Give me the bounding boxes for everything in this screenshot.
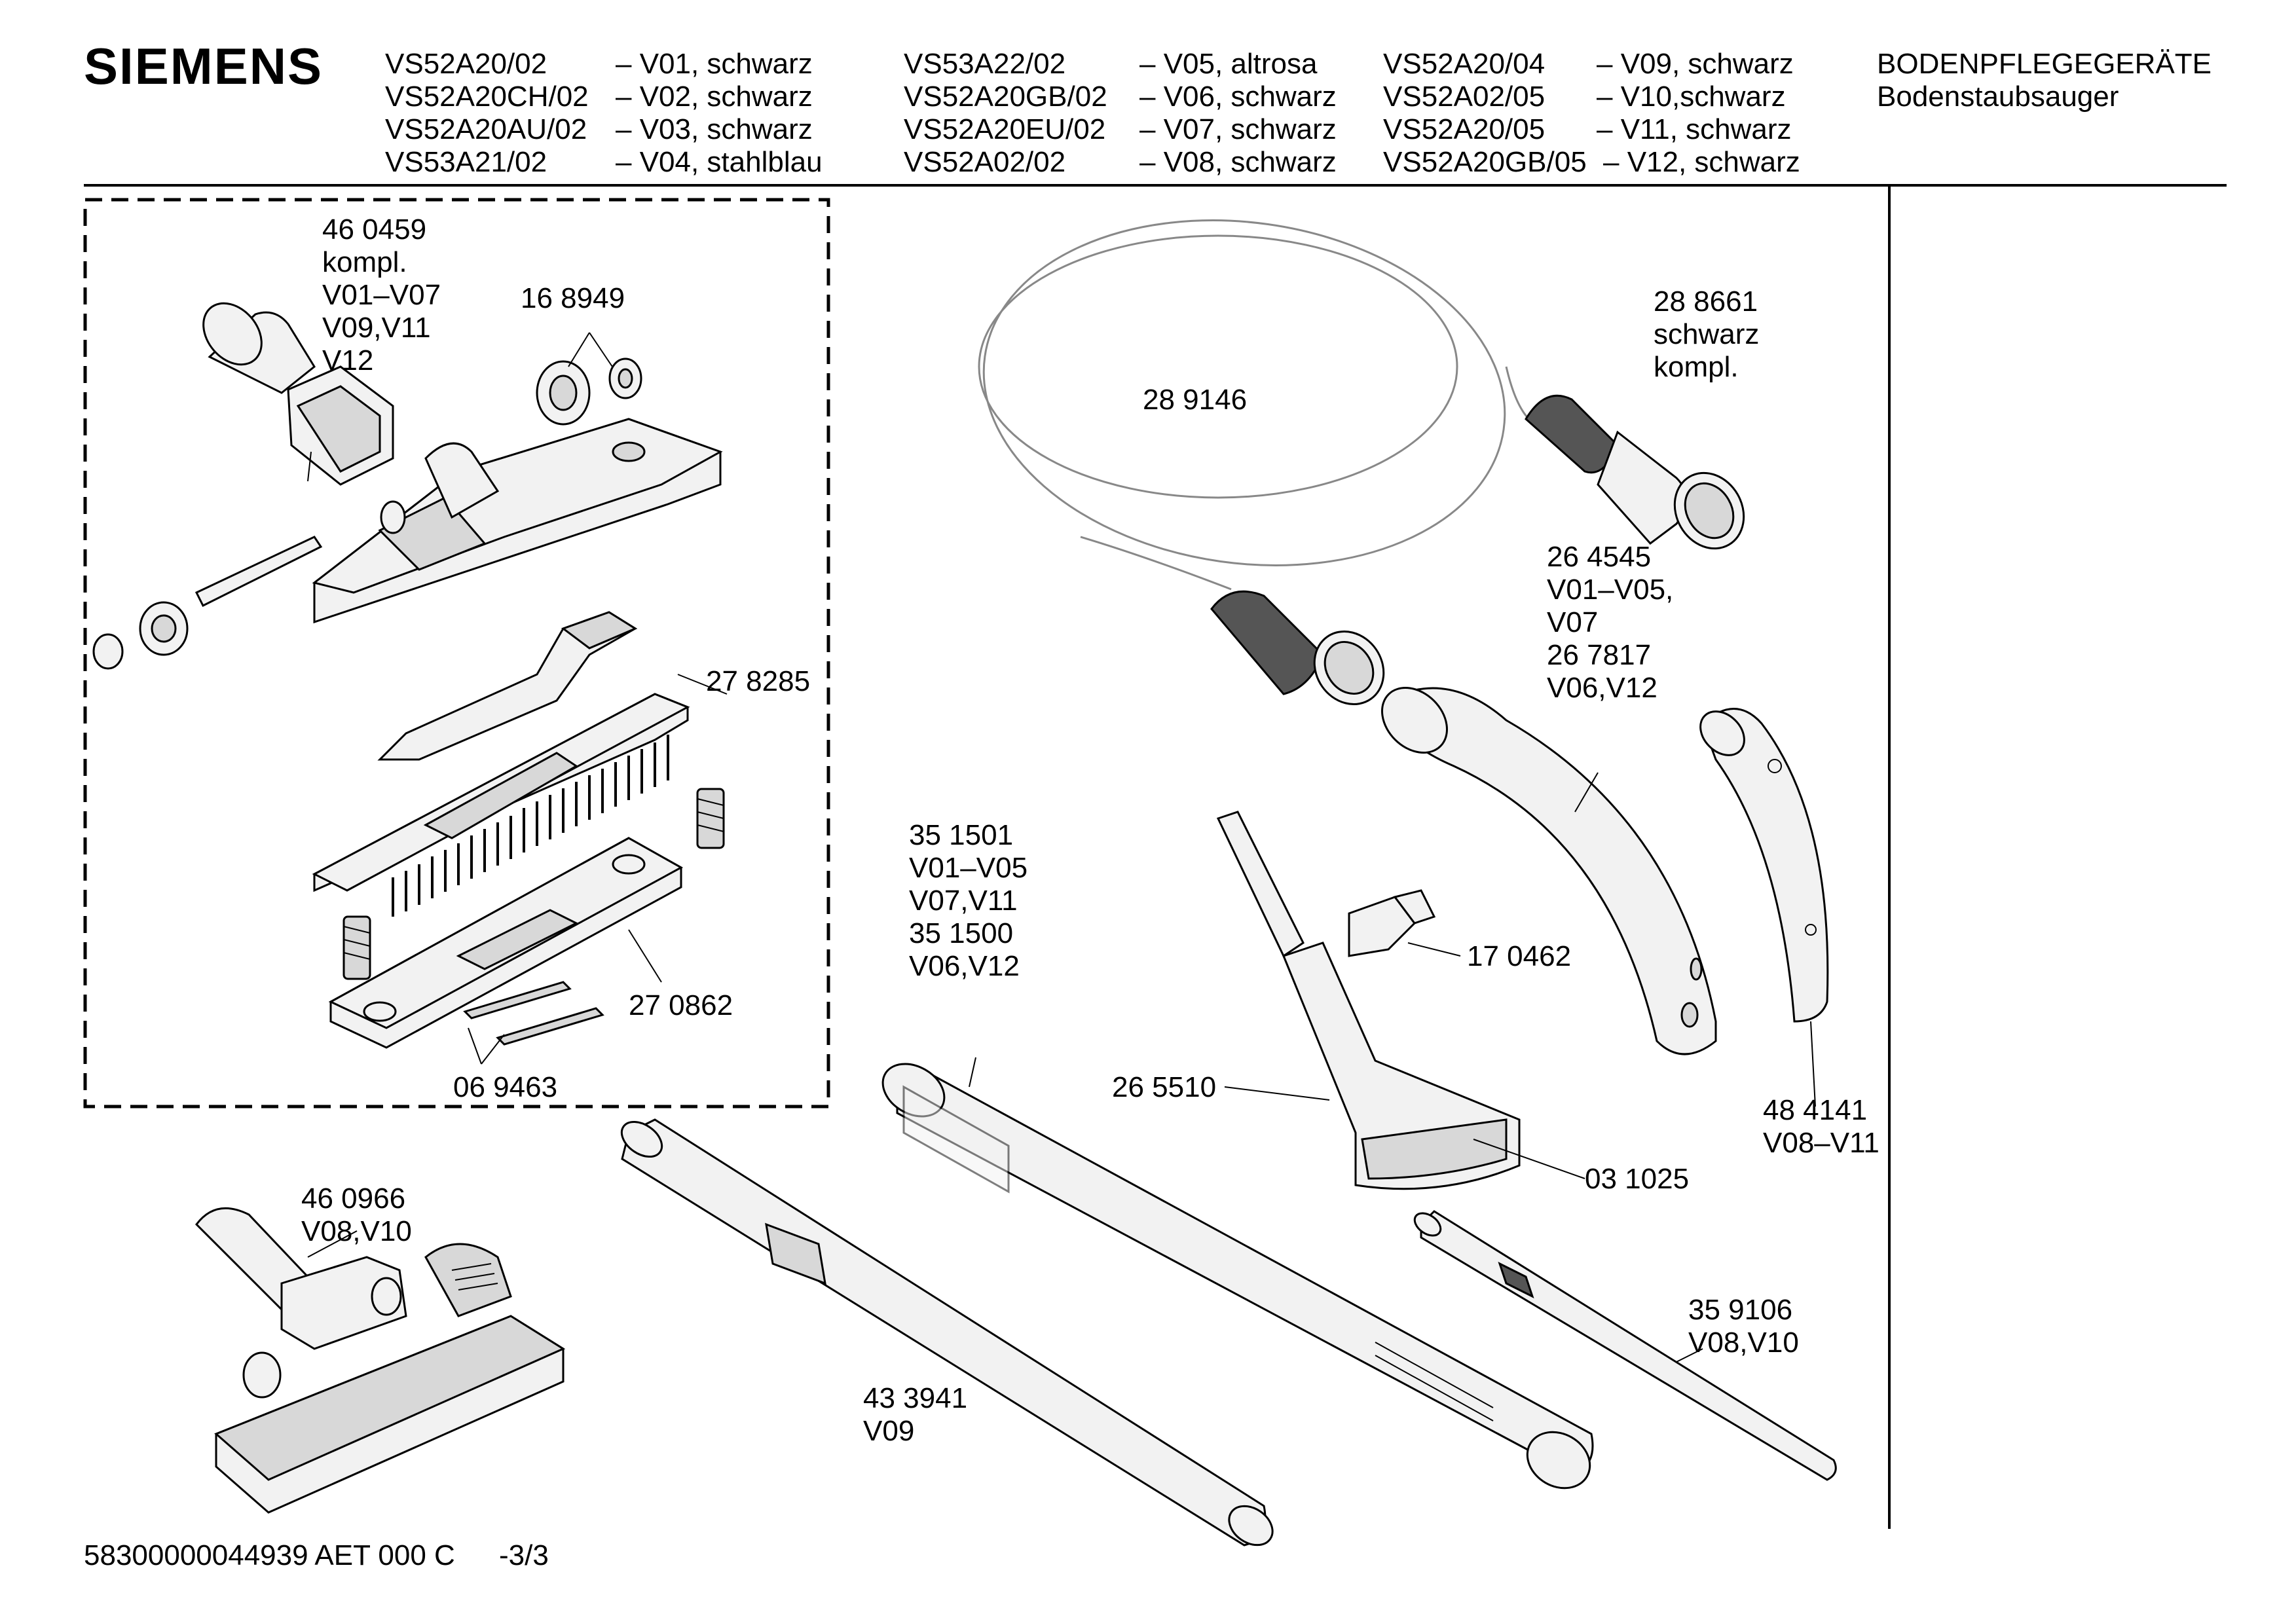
model-code: VS52A20CH/02	[385, 81, 589, 113]
model-code: VS52A20AU/02	[385, 113, 587, 145]
model-variant: – V06, schwarz	[1139, 81, 1337, 113]
part-number: 17 0462	[1467, 940, 1571, 972]
model-code: VS52A20/02	[385, 48, 547, 80]
model-code: VS52A20EU/02	[904, 113, 1105, 145]
floor-nozzle-drawing	[92, 302, 728, 1065]
part-number: 46 0459	[322, 213, 426, 246]
part-note: V08,V10	[301, 1215, 412, 1247]
model-code: VS52A02/05	[1383, 81, 1545, 113]
model-variant: – V04, stahlblau	[616, 146, 823, 178]
tele-tube-drawing	[620, 1118, 1274, 1547]
part-note: V06,V12	[1547, 672, 1657, 704]
model-code: VS52A20/04	[1383, 48, 1545, 80]
small-handle-drawing	[1699, 708, 1829, 1107]
model-variant: – V07, schwarz	[1139, 113, 1337, 145]
upholstery-nozzle-drawing	[1216, 811, 1585, 1190]
category-subtitle: Bodenstaubsauger	[1877, 81, 2119, 113]
part-note: kompl.	[322, 246, 407, 278]
part-number: 46 0966	[301, 1182, 405, 1215]
part-note: V01–V05,	[1547, 574, 1673, 606]
model-variant: – V01, schwarz	[616, 48, 813, 80]
model-variant: – V08, schwarz	[1139, 146, 1337, 178]
part-note: V12	[322, 344, 373, 376]
floor-nozzle-2-drawing	[195, 1207, 566, 1514]
part-number: 27 0862	[629, 989, 733, 1021]
document-id: 58300000044939 AET 000 C	[84, 1539, 455, 1571]
part-note: V08,V10	[1688, 1327, 1799, 1359]
tube-drawing	[881, 1057, 1594, 1490]
part-number: 35 1501	[909, 819, 1013, 851]
part-number: 06 9463	[453, 1071, 557, 1103]
model-variant: – V09, schwarz	[1597, 48, 1794, 80]
part-note: V07,V11	[909, 885, 1018, 917]
model-code: VS52A02/02	[904, 146, 1065, 178]
tube-2-drawing	[1413, 1210, 1837, 1481]
model-variant: – V11, schwarz	[1597, 113, 1792, 145]
part-number: 26 5510	[1112, 1071, 1216, 1103]
model-code: VS53A21/02	[385, 146, 547, 178]
hose-drawing	[978, 219, 1745, 705]
part-number: 43 3941	[863, 1382, 967, 1414]
part-number: 28 8661	[1654, 285, 1758, 318]
clip-drawing	[1348, 889, 1461, 957]
model-code: VS53A22/02	[904, 48, 1065, 80]
part-number: 26 7817	[1547, 639, 1651, 671]
part-number: 48 4141	[1763, 1094, 1867, 1126]
part-note: V09,V11	[322, 312, 431, 344]
model-variant: – V05, altrosa	[1139, 48, 1318, 80]
page-indicator: -3/3	[499, 1539, 549, 1571]
part-labels: 46 0459 kompl. V01–V07 V09,V11 V12 16 89…	[301, 213, 1879, 1447]
part-note: V01–V07	[322, 279, 441, 311]
model-variant: – V03, schwarz	[616, 113, 813, 145]
model-code: VS52A20/05	[1383, 113, 1545, 145]
category-title: BODENPFLEGEGERÄTE	[1877, 48, 2212, 80]
model-variant: – V10,schwarz	[1597, 81, 1786, 113]
part-note: V06,V12	[909, 950, 1020, 982]
part-number: 27 8285	[706, 665, 810, 697]
part-number: 35 9106	[1688, 1294, 1792, 1326]
part-number: 26 4545	[1547, 541, 1651, 573]
model-code: VS52A20GB/02	[904, 81, 1107, 113]
part-number: 28 9146	[1143, 384, 1247, 416]
part-number: 35 1500	[909, 917, 1013, 949]
part-note: V08–V11	[1763, 1127, 1879, 1159]
model-list: VS52A20/02 – V01, schwarz VS52A20CH/02 –…	[385, 48, 1800, 178]
brand-logo: SIEMENS	[84, 37, 323, 95]
part-note: kompl.	[1654, 351, 1739, 383]
model-variant: – V02, schwarz	[616, 81, 813, 113]
part-note: V01–V05	[909, 852, 1028, 884]
part-note: V09	[863, 1415, 914, 1447]
part-number: 03 1025	[1585, 1163, 1689, 1195]
part-note: schwarz	[1654, 318, 1759, 350]
nozzle-group-box	[83, 198, 830, 1108]
model-code: VS52A20GB/05	[1383, 146, 1587, 178]
part-number: 16 8949	[521, 282, 625, 314]
handle-drawing	[1381, 687, 1717, 1055]
part-note: V07	[1547, 606, 1598, 638]
model-variant: – V12, schwarz	[1603, 146, 1800, 178]
